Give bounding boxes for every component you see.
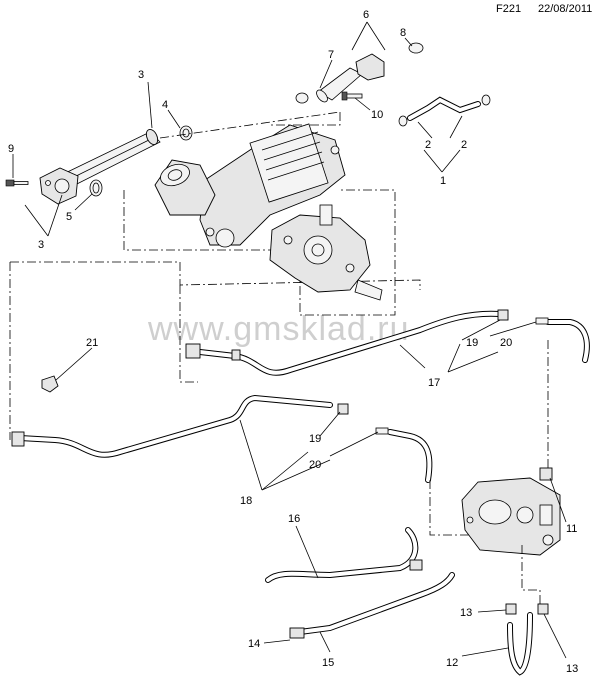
egr-cooler: [461, 477, 561, 556]
group-outline-mid: [179, 285, 198, 383]
outlet-elbow: [316, 53, 385, 103]
o-ring: [408, 42, 424, 54]
o-ring: [398, 115, 408, 127]
group-outline-upper: [123, 189, 396, 316]
callout-21: 21: [86, 337, 98, 349]
callout-16: 16: [288, 513, 300, 525]
hose-clip: [41, 375, 59, 393]
hose-18-end: [387, 429, 433, 483]
bolt: [5, 179, 29, 187]
upper-assembly: [5, 42, 491, 440]
callout-11: 11: [566, 523, 577, 535]
hose-assembly-17: [185, 309, 590, 376]
callout-3a: 3: [138, 69, 144, 81]
leader-lines: [12, 21, 567, 659]
callout-2a: 2: [425, 139, 431, 151]
callout-6: 6: [363, 9, 369, 21]
hose-15: [297, 572, 455, 635]
clip: [409, 559, 423, 571]
diagram-code: F221: [496, 3, 522, 15]
clip: [337, 403, 349, 415]
callout-3b: 3: [38, 239, 44, 251]
callout-20a: 20: [500, 337, 512, 349]
pipe-flange: [39, 167, 79, 205]
callout-12: 12: [446, 657, 458, 669]
o-ring: [295, 92, 309, 104]
callout-17: 17: [428, 377, 440, 389]
hose-18-line: [17, 394, 333, 458]
clip: [289, 627, 305, 639]
callout-2b: 2: [461, 139, 467, 151]
hose-assembly-18: [11, 394, 433, 483]
callout-8: 8: [400, 27, 406, 39]
thermostat-housing: [269, 204, 383, 301]
clamp: [535, 317, 549, 325]
callout-14: 14: [248, 638, 260, 650]
watermark: www.gmsklad.ru: [147, 310, 410, 348]
group-outline-right: [540, 340, 549, 479]
callout-10: 10: [371, 109, 383, 121]
callout-13a: 13: [460, 607, 472, 619]
callout-7: 7: [328, 49, 334, 61]
diagram-date: 22/08/2011: [538, 3, 593, 15]
clip: [497, 309, 509, 321]
callout-13b: 13: [566, 663, 578, 675]
connector: [11, 431, 25, 447]
callout-5: 5: [66, 211, 72, 223]
callout-1: 1: [440, 175, 446, 187]
oil-filter-cap: [154, 159, 216, 216]
callout-9: 9: [8, 143, 14, 155]
callout-numbers: 6 8 7 10 2 2 1 3 4 9 5 3 21 19 20 17 19 …: [8, 9, 578, 675]
callout-19b: 19: [309, 433, 321, 445]
clamp: [375, 427, 389, 435]
callout-4: 4: [162, 99, 168, 111]
clamp: [537, 603, 549, 615]
oil-cooler-housing: [199, 123, 346, 248]
group-outline-lower: [429, 480, 480, 536]
callout-19a: 19: [466, 337, 478, 349]
callout-15: 15: [322, 657, 334, 669]
bolt: [341, 91, 363, 101]
callout-18: 18: [240, 495, 252, 507]
connector: [185, 343, 201, 359]
o-ring: [481, 94, 491, 106]
leader-dash-housing: [270, 112, 341, 126]
clamp: [505, 603, 517, 615]
clip: [539, 467, 553, 481]
callout-20b: 20: [309, 459, 321, 471]
